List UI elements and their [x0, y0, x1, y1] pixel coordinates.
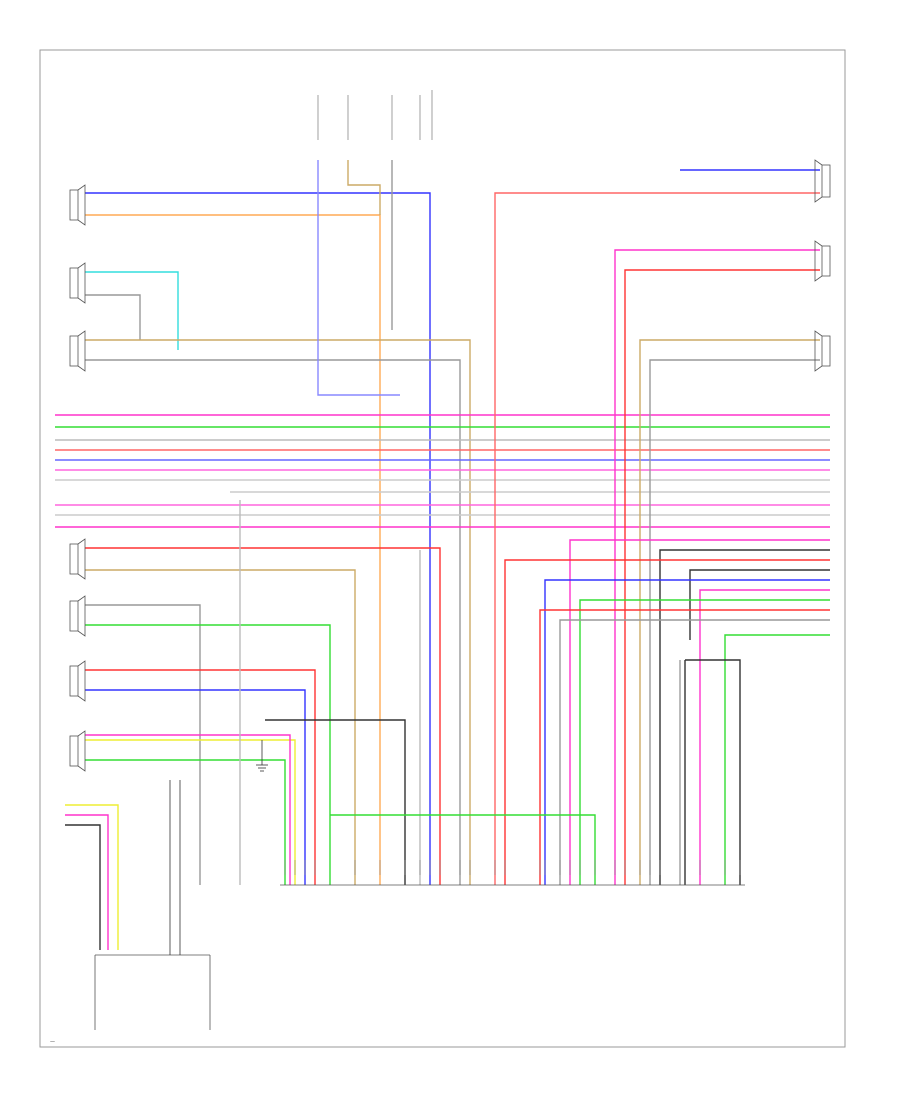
wire-green-lfs	[85, 759, 286, 885]
right-speakers	[814, 159, 831, 372]
wire-yellow-bl	[65, 804, 119, 950]
wire-green-r	[579, 599, 830, 885]
wire-black-r2	[689, 569, 830, 640]
speaker-right-front-door	[814, 159, 831, 203]
speaker-right-front	[69, 660, 86, 702]
wire-green-v	[330, 814, 596, 885]
wire-blue-rfs	[85, 689, 306, 885]
wire-black-v	[265, 719, 406, 885]
wire-blue-r	[544, 579, 830, 885]
amplifier-connector	[280, 660, 745, 886]
diagram-frame	[39, 49, 846, 1048]
speaker-rear-left	[69, 184, 86, 226]
wire-green-lrd	[85, 624, 331, 885]
left-speakers	[69, 184, 86, 772]
wire-orange-top	[85, 214, 381, 885]
wire-yellow-lfs	[85, 739, 296, 885]
speaker-left-rear	[69, 330, 86, 372]
wire-cyan	[85, 271, 179, 350]
wire-gray-lrd	[85, 604, 201, 885]
wire-gray-rfd	[649, 359, 820, 885]
wire-pink-c	[614, 249, 820, 885]
wire-black-r	[659, 549, 830, 885]
speaker-left-rear-door	[69, 595, 86, 637]
audio-unit-block	[94, 780, 211, 1030]
ground-icon	[256, 740, 268, 772]
wire-tan-rfd	[639, 339, 820, 885]
wire-red-c	[624, 269, 820, 885]
wire-tan-woofer	[85, 569, 356, 885]
wire-red-rf	[494, 192, 820, 885]
speaker-woofer	[69, 538, 86, 580]
wire-pink-bl	[65, 814, 109, 950]
wire-red-r2	[539, 609, 830, 885]
wire-tan-top	[347, 160, 381, 215]
wire-red-woofer	[85, 547, 441, 885]
wire-red-rfs	[85, 669, 316, 885]
wire-pink-lfs	[85, 734, 291, 885]
top-fuse-connectors	[317, 90, 433, 140]
wire-red-r	[504, 559, 830, 885]
speaker-center	[814, 240, 831, 282]
speaker-left-front-door	[814, 330, 831, 372]
speaker-left-front	[69, 730, 86, 772]
wire-black-bl	[65, 824, 101, 950]
wire-gray-rear2	[85, 359, 461, 885]
connector-pins	[284, 860, 741, 875]
wire-black-box	[685, 659, 741, 885]
wire-green-r2	[724, 634, 830, 885]
speaker-rear-right	[69, 262, 86, 304]
wires	[55, 160, 830, 950]
wire-purple-top	[317, 160, 400, 396]
wire-blue-top	[85, 192, 431, 885]
wire-pink-r2	[699, 589, 830, 885]
wire-pink-r1	[569, 539, 830, 885]
wire-gray-rear	[85, 294, 141, 340]
page-label: —	[50, 1039, 55, 1045]
wire-gray-r	[559, 619, 830, 885]
wire-tan-rear	[85, 339, 471, 885]
